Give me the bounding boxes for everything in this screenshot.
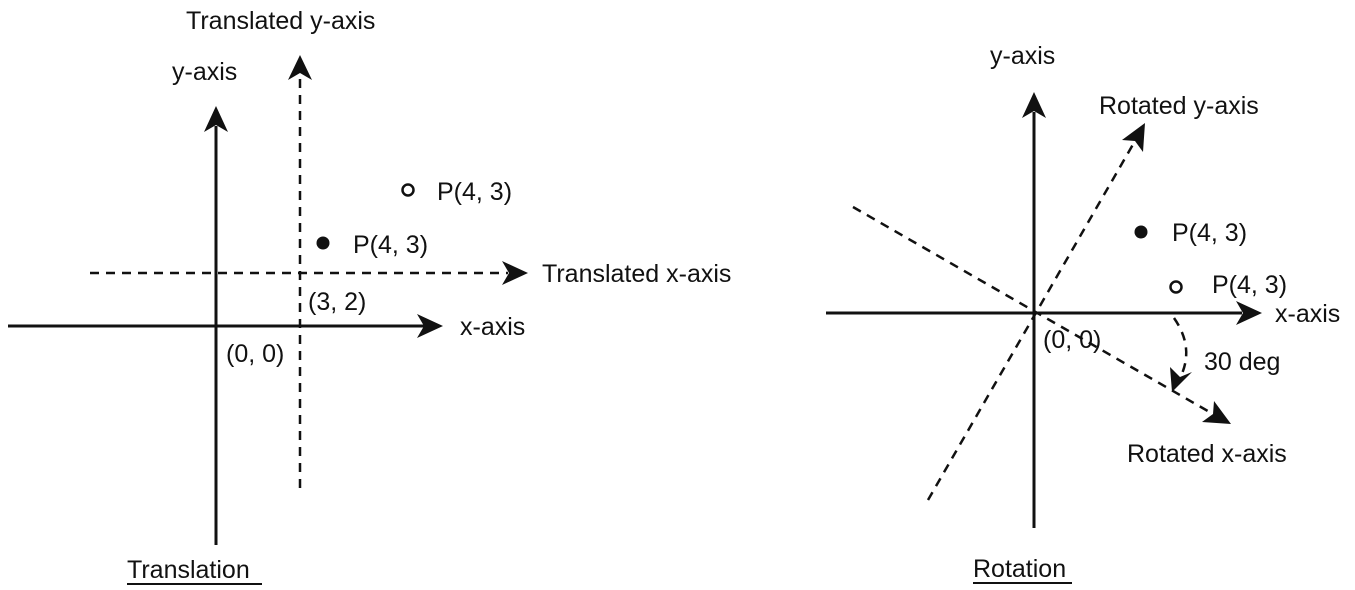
translated-y-axis-label: Translated y-axis xyxy=(186,7,375,35)
translation-panel: Translated y-axis y-axis P(4, 3) P(4, 3)… xyxy=(8,7,731,585)
rotation-x-axis-arrowhead xyxy=(1236,301,1262,325)
rotated-x-axis-line xyxy=(852,205,1214,416)
rotated-y-axis-line xyxy=(926,140,1137,501)
rotation-y-axis-label: y-axis xyxy=(990,42,1055,70)
point-original-marker xyxy=(401,183,415,197)
rotation-point-rotated-marker xyxy=(1169,280,1183,294)
rotation-point-original-label: P(4, 3) xyxy=(1172,219,1247,247)
translation-origin-label: (0, 0) xyxy=(226,340,284,368)
rotation-x-axis-label: x-axis xyxy=(1275,300,1340,328)
rotation-point-rotated-label: P(4, 3) xyxy=(1212,271,1287,299)
rotation-point-original-marker xyxy=(1134,225,1148,239)
rotated-x-axis-arrowhead xyxy=(1202,401,1231,424)
rotation-origin-label: (0, 0) xyxy=(1043,326,1101,354)
rotation-angle-label: 30 deg xyxy=(1204,348,1280,376)
point-original-label: P(4, 3) xyxy=(437,178,512,206)
rotation-angle-arrowhead xyxy=(1170,367,1192,392)
translation-x-axis-label: x-axis xyxy=(460,313,525,341)
point-translated-marker xyxy=(316,236,330,250)
rotated-y-axis-arrowhead xyxy=(1122,123,1145,152)
translation-y-axis-arrowhead xyxy=(204,106,228,132)
rotated-x-axis-label: Rotated x-axis xyxy=(1127,440,1287,468)
translation-caption: Translation xyxy=(127,556,250,584)
new-origin-label: (3, 2) xyxy=(308,288,366,316)
translated-y-axis-arrowhead xyxy=(288,55,312,80)
translated-x-axis-label: Translated x-axis xyxy=(542,260,731,288)
translation-x-axis-arrowhead xyxy=(417,314,443,338)
rotated-y-axis-label: Rotated y-axis xyxy=(1099,92,1259,120)
translation-y-axis-label: y-axis xyxy=(172,58,237,86)
translated-x-axis-arrowhead xyxy=(502,261,528,285)
point-translated-label: P(4, 3) xyxy=(353,231,428,259)
rotation-angle-arc xyxy=(1172,317,1188,379)
rotation-y-axis-arrowhead xyxy=(1022,92,1046,118)
rotation-caption: Rotation xyxy=(973,555,1066,583)
rotation-panel: y-axis Rotated y-axis P(4, 3) P(4, 3) x-… xyxy=(826,42,1340,584)
